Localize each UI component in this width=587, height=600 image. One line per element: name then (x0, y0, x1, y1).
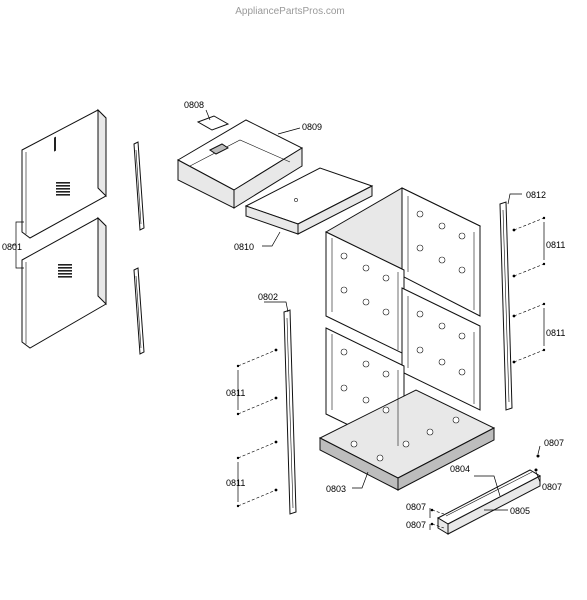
callout-0807-c[interactable]: 0807 (406, 502, 426, 512)
cover-bracket-0808[interactable] (196, 115, 230, 131)
clip-0811-right-lower (512, 302, 546, 364)
callout-0807-d[interactable]: 0807 (406, 520, 426, 530)
side-panel-lower[interactable] (21, 216, 107, 349)
top-cover[interactable] (176, 119, 304, 209)
callout-0803[interactable]: 0803 (326, 484, 346, 494)
callout-0801[interactable]: 0801 (2, 242, 22, 252)
callout-0812[interactable]: 0812 (526, 190, 546, 200)
callout-0807-b[interactable]: 0807 (542, 482, 562, 492)
clip-0811-right-upper (512, 216, 546, 278)
callout-0811-right-a[interactable]: 0811 (546, 240, 565, 250)
trim-strip-upper[interactable] (133, 141, 145, 231)
watermark-text: AppliancePartsPros.com (235, 6, 345, 17)
front-strip-0802[interactable] (283, 309, 297, 515)
callout-0809[interactable]: 0809 (302, 122, 322, 132)
callout-0807-a[interactable]: 0807 (544, 438, 564, 448)
frame-holes (340, 210, 466, 462)
front-strip-0812[interactable] (499, 201, 513, 411)
trim-strip-lower[interactable] (133, 267, 145, 355)
callout-0808[interactable]: 0808 (184, 100, 204, 110)
callout-0804[interactable]: 0804 (450, 464, 470, 474)
kick-panel-0805[interactable] (436, 469, 542, 535)
front-rail-0810[interactable] (244, 167, 374, 235)
callout-0802[interactable]: 0802 (258, 292, 278, 302)
clip-0811-left-upper (236, 348, 278, 416)
callout-0810[interactable]: 0810 (234, 242, 254, 252)
callout-0811-right-b[interactable]: 0811 (546, 328, 565, 338)
clip-0811-left-lower (236, 440, 278, 508)
oven-frame[interactable] (318, 187, 496, 491)
screw-0807-left-pair (429, 508, 445, 530)
screw-0807-top-right (536, 445, 541, 458)
callout-0811-left-a[interactable]: 0811 (226, 388, 245, 398)
side-panel-upper[interactable] (21, 108, 107, 239)
screw-0807-right (534, 468, 541, 483)
callout-0805[interactable]: 0805 (510, 506, 530, 516)
callout-0811-left-b[interactable]: 0811 (226, 478, 245, 488)
